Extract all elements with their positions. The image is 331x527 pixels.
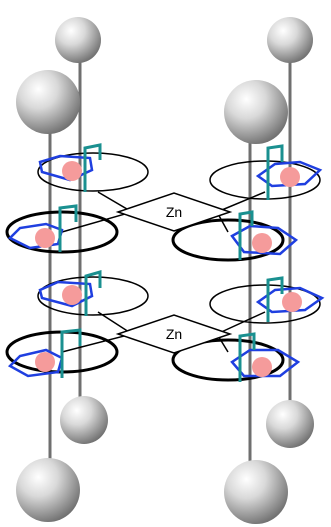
metal-dot <box>252 357 272 377</box>
sphere-top-right-back <box>267 17 313 63</box>
zn-node-upper: Zn <box>115 192 233 232</box>
teal-linker <box>83 143 102 192</box>
hexagon-icon <box>38 280 94 308</box>
teal-linker <box>58 204 78 252</box>
metal-dot <box>282 292 302 312</box>
teal-linker <box>238 332 256 382</box>
zn-node-lower: Zn <box>115 314 233 354</box>
zn-label-lower: Zn <box>166 326 182 342</box>
hexagon-icon <box>7 222 64 250</box>
hexagon-icon <box>38 154 94 182</box>
hexagon-icon <box>255 160 323 188</box>
hexagon-icon <box>230 348 301 378</box>
right-unit-2 <box>171 210 299 262</box>
teal-linker <box>238 210 254 260</box>
ring <box>37 152 149 192</box>
sphere-top-left-back <box>55 17 101 63</box>
ring <box>37 276 149 316</box>
left-unit-2 <box>5 204 119 254</box>
end-spheres <box>16 17 314 524</box>
ring <box>171 218 285 262</box>
ring <box>5 210 119 254</box>
left-unit-3 <box>37 270 149 316</box>
zn-diamond <box>115 314 233 354</box>
right-unit-4 <box>171 332 301 382</box>
sphere-bottom-right-back <box>266 400 314 448</box>
metal-dot <box>35 228 55 248</box>
hexagon-icon <box>255 286 325 314</box>
left-unit-1 <box>37 143 149 192</box>
sphere-bottom-left-back <box>60 396 108 444</box>
ring <box>209 284 321 324</box>
ring <box>209 160 321 200</box>
sphere-bottom-right-front <box>224 460 288 524</box>
rods <box>48 40 292 490</box>
teal-linker <box>60 328 82 378</box>
teal-linker <box>266 144 284 200</box>
metal-dot <box>35 352 55 372</box>
right-unit-1 <box>209 144 323 200</box>
hexagon-icon <box>230 224 299 256</box>
sphere-top-right-front <box>224 80 288 144</box>
zn-label-upper: Zn <box>166 204 182 220</box>
sphere-top-left-front <box>16 70 80 134</box>
zn-diamond <box>115 192 233 232</box>
metal-dot <box>62 285 82 305</box>
teal-linker <box>266 276 284 322</box>
teal-linker <box>84 270 102 316</box>
metal-dot <box>252 233 272 253</box>
left-unit-4 <box>5 328 119 378</box>
ring <box>171 338 285 382</box>
metal-dot <box>280 167 300 187</box>
right-unit-3 <box>209 276 325 324</box>
metal-dot <box>62 161 82 181</box>
sphere-bottom-left-front <box>16 458 80 522</box>
